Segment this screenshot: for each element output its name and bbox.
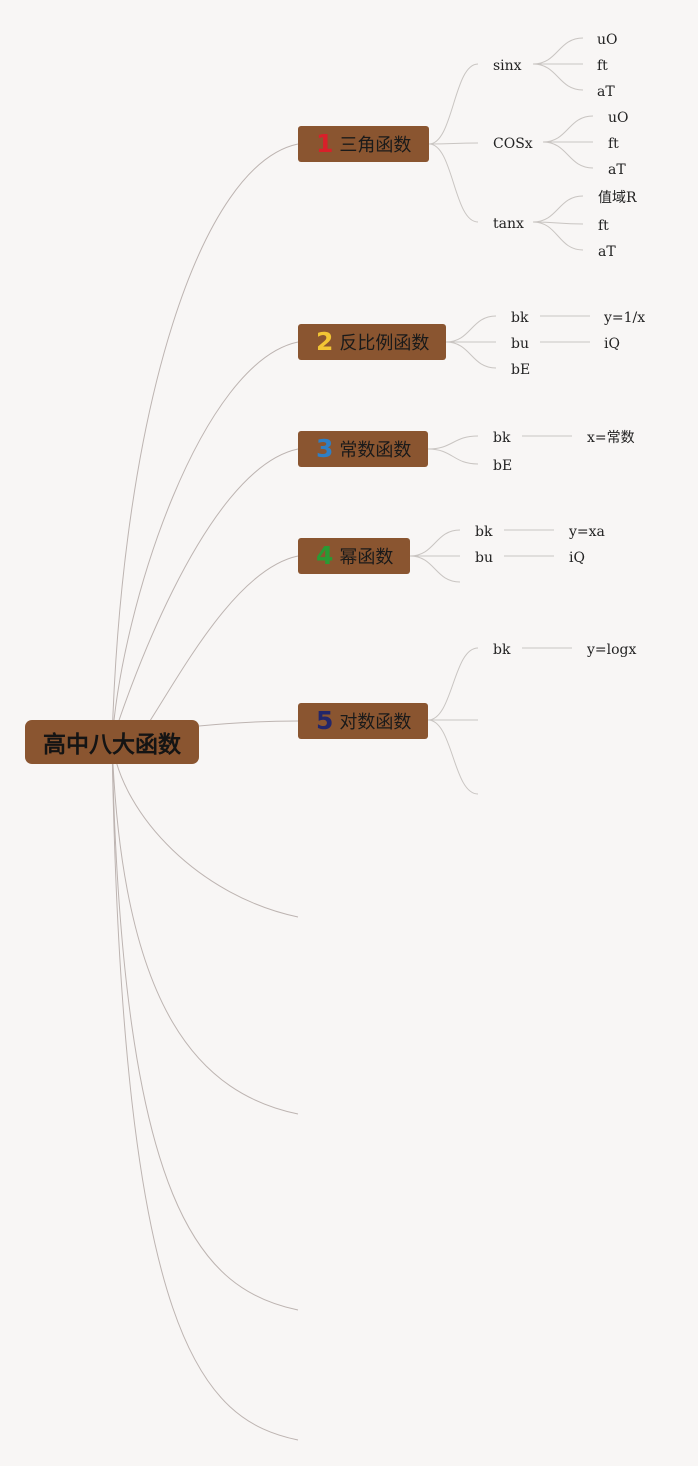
branch-node-constant[interactable]: 3 常数函数	[298, 431, 428, 467]
root-label: 高中八大函数	[43, 732, 181, 758]
node-constant-be[interactable]: bE	[493, 458, 513, 474]
edge-root-empty-7	[111, 741, 299, 1115]
edge-constant-1	[427, 448, 479, 465]
node-sinx[interactable]: sinx	[493, 58, 522, 74]
edge-root-b1	[111, 143, 299, 743]
branch-node-trig[interactable]: 1 三角函数	[298, 126, 429, 162]
edge-cosx-leaf-0	[542, 115, 594, 143]
edge-root-empty-6	[111, 741, 299, 918]
node-reciprocal-be[interactable]: bE	[511, 362, 531, 378]
node-power-bu[interactable]: bu	[475, 550, 493, 566]
branch-node-reciprocal[interactable]: 2 反比例函数	[298, 324, 446, 360]
edge-trig-cosx	[428, 142, 479, 145]
node-tanx-leaf-3[interactable]: aT	[598, 244, 616, 260]
edge-log-0	[427, 647, 479, 721]
node-tanx-leaf-2[interactable]: ft	[598, 218, 609, 234]
node-constant-bk-value[interactable]: x=常数	[587, 430, 635, 446]
branch-number-1: 1	[316, 129, 334, 158]
node-cosx-leaf-3[interactable]: aT	[608, 162, 626, 178]
edge-tanx-leaf-0	[532, 195, 584, 223]
node-power-bu-value[interactable]: iQ	[569, 550, 585, 566]
branch-label-power: 幂函数	[339, 547, 394, 568]
edge-sinx-leaf-0	[532, 37, 584, 65]
edge-root-empty-9	[111, 741, 299, 1441]
edge-log-2	[427, 719, 479, 795]
edge-reciprocal-2	[445, 341, 497, 369]
edge-tanx-leaf-2	[532, 221, 584, 251]
edge-power-0	[409, 529, 461, 557]
node-cosx-leaf-2[interactable]: ft	[608, 136, 619, 152]
edge-root-b5	[198, 720, 299, 727]
node-tanx[interactable]: tanx	[493, 216, 524, 232]
node-tanx-leaf-1[interactable]: 值域R	[598, 190, 637, 206]
node-log-bk-value[interactable]: y=logx	[587, 642, 637, 658]
branch-node-log[interactable]: 5 对数函数	[298, 703, 428, 739]
node-sinx-leaf-2[interactable]: ft	[597, 58, 608, 74]
edge-constant-0	[427, 435, 479, 450]
edge-sinx-leaf-2	[532, 63, 584, 91]
root-node[interactable]: 高中八大函数	[25, 720, 199, 764]
edge-power-2	[409, 555, 461, 583]
edge-root-b2	[111, 341, 299, 743]
branch-node-power[interactable]: 4 幂函数	[298, 538, 410, 574]
node-constant-bk[interactable]: bk	[493, 430, 511, 446]
node-reciprocal-bk-value[interactable]: y=1/x	[604, 310, 646, 326]
node-cosx-leaf-1[interactable]: uO	[608, 110, 629, 126]
branch-number-4: 4	[316, 541, 334, 570]
branch-label-log: 对数函数	[339, 712, 412, 733]
edge-trig-tanx	[428, 143, 479, 223]
node-cosx[interactable]: COSx	[493, 136, 533, 152]
node-log-bk[interactable]: bk	[493, 642, 511, 658]
node-reciprocal-bk[interactable]: bk	[511, 310, 529, 326]
edge-trig-sinx	[428, 63, 479, 145]
edge-reciprocal-0	[445, 315, 497, 343]
node-power-bk-value[interactable]: y=xa	[569, 524, 605, 540]
node-reciprocal-bu[interactable]: bu	[511, 336, 529, 352]
branch-label-trig: 三角函数	[339, 135, 412, 156]
branch-label-reciprocal: 反比例函数	[339, 333, 430, 354]
branch-number-2: 2	[316, 327, 334, 356]
edge-cosx-leaf-2	[542, 141, 594, 169]
edge-root-b3	[111, 448, 299, 743]
branch-number-5: 5	[316, 706, 334, 735]
edge-root-empty-8	[111, 741, 299, 1311]
branch-number-3: 3	[316, 434, 334, 463]
node-reciprocal-bu-value[interactable]: iQ	[604, 336, 620, 352]
node-sinx-leaf-3[interactable]: aT	[597, 84, 615, 100]
branch-label-constant: 常数函数	[339, 440, 412, 461]
node-power-bk[interactable]: bk	[475, 524, 493, 540]
node-sinx-leaf-1[interactable]: uO	[597, 32, 618, 48]
